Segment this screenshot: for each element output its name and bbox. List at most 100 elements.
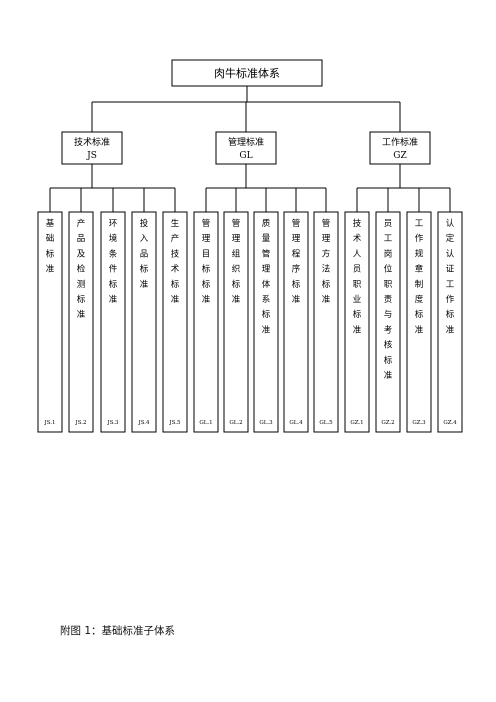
leaf-node-code: JS.1	[43, 420, 55, 426]
leaf-node-char: 准	[140, 279, 149, 290]
leaf-node-char: 作	[415, 233, 424, 244]
leaf-node-char: 量	[262, 234, 271, 244]
leaf-node-char: 制	[415, 279, 424, 290]
leaf-node-char: 程	[292, 249, 301, 259]
leaf-node-label: 基础标准	[46, 218, 55, 275]
leaf-node-box	[344, 211, 370, 433]
group-node-label: 工作标准	[382, 136, 418, 148]
leaf-node-code: GL.2	[229, 420, 242, 426]
leaf-node-code: GL.5	[319, 420, 333, 426]
leaf-node-char: 标	[171, 279, 180, 290]
leaf-node-char: 品	[77, 234, 86, 244]
leaf-node-char: 规	[415, 248, 424, 259]
leaf-node-char: 定	[446, 233, 455, 244]
leaf-node-char: 业	[353, 294, 362, 305]
leaf-node-char: 标	[46, 248, 55, 259]
leaf-node-char: 位	[384, 264, 393, 275]
leaf-node-char: 员	[353, 265, 362, 275]
leaf-node-char: 生	[171, 218, 180, 229]
leaf-node-label: 投入品标准	[140, 218, 149, 290]
leaf-node-char: 及	[77, 249, 86, 259]
leaf-node-char: 理	[202, 234, 211, 244]
leaf-node-box	[253, 211, 279, 433]
leaf-node-label: 生产技术标准	[171, 218, 180, 305]
leaf-node-char: 境	[109, 233, 118, 244]
leaf-node-char: 理	[292, 234, 301, 244]
leaf-node-char: 标	[446, 309, 455, 320]
leaf-node-char: 投	[140, 218, 149, 229]
leaf-node-char: 序	[292, 264, 301, 275]
leaf-node-label: 技术人员职业标准	[353, 218, 362, 335]
leaf-node-char: 管	[232, 218, 241, 229]
leaf-node-char: 准	[202, 294, 211, 305]
leaf-node-char: 产	[171, 233, 180, 244]
leaf-node-box	[375, 211, 401, 433]
leaf-node-label: 质量管理体系标准	[262, 218, 271, 335]
leaf-node-box	[223, 211, 249, 433]
leaf-node-char: 技	[353, 218, 362, 229]
root-node-label: 肉牛标准体系	[214, 66, 280, 80]
leaf-node-char: 法	[322, 264, 331, 275]
leaf-node-char: 岗	[384, 248, 393, 259]
leaf-node-char: 技	[171, 248, 180, 259]
leaf-node-char: 织	[232, 264, 241, 275]
leaf-node-char: 标	[232, 279, 241, 290]
leaf-node-char: 检	[77, 264, 86, 275]
leaf-node-char: 认	[446, 248, 455, 259]
leaf-node-code: JS.4	[137, 420, 150, 426]
leaf-node-char: 条	[109, 248, 118, 259]
leaf-node-char: 准	[292, 294, 301, 305]
leaf-node-char: 准	[415, 324, 424, 335]
leaf-node-char: 准	[109, 294, 118, 305]
leaf-node-box	[193, 211, 219, 433]
leaf-node-code: JS.2	[74, 420, 86, 426]
group-node-code: GL	[239, 151, 252, 161]
leaf-node-label: 员工岗位职责与考核标准	[384, 219, 393, 381]
leaf-node-char: 管	[322, 218, 331, 229]
leaf-node-char: 标	[384, 355, 393, 366]
leaf-node-char: 工	[446, 280, 455, 290]
leaf-node-box	[37, 211, 63, 433]
leaf-node-char: 理	[232, 234, 241, 244]
leaf-node-char: 职	[353, 280, 362, 290]
leaf-node-char: 标	[292, 279, 301, 290]
leaf-node-char: 准	[384, 370, 393, 381]
leaf-node-char: 准	[77, 309, 86, 320]
group-node-code: JS	[86, 151, 97, 161]
leaf-node-char: 体	[262, 279, 271, 290]
leaf-node-label: 工作规章制度标准	[415, 219, 424, 335]
leaf-node-label: 管理目标标准	[202, 218, 211, 305]
leaf-node-label: 管理组织标准	[232, 218, 241, 305]
leaf-node-char: 系	[262, 294, 271, 305]
leaf-node-char: 与	[384, 310, 393, 320]
leaf-node-box	[313, 211, 339, 433]
leaf-node-char: 础	[46, 233, 55, 244]
leaf-node-box	[406, 211, 432, 433]
leaf-node-box	[283, 211, 309, 433]
leaf-node-label: 管理方法标准	[322, 218, 331, 305]
leaf-node-char: 入	[140, 234, 149, 244]
leaf-node-char: 标	[322, 279, 331, 290]
leaf-node-char: 管	[202, 218, 211, 229]
leaf-node-char: 职	[384, 280, 393, 290]
leaf-node-char: 员	[384, 219, 393, 229]
leaf-node-char: 标	[202, 264, 211, 275]
leaf-node-char: 认	[446, 218, 455, 229]
leaf-node-char: 标	[415, 309, 424, 320]
leaf-node-char: 标	[202, 279, 211, 290]
leaf-node-char: 测	[77, 280, 86, 290]
root-node-box	[171, 59, 323, 87]
leaf-node-box	[100, 211, 126, 433]
leaf-node-char: 环	[109, 219, 118, 229]
leaf-node-char: 基	[46, 218, 55, 229]
leaf-node-char: 准	[171, 294, 180, 305]
leaf-node-char: 考	[384, 325, 393, 335]
leaf-node-code: GZ.2	[381, 420, 394, 426]
leaf-node-label: 产品及检测标准	[77, 218, 86, 320]
leaf-node-char: 标	[109, 279, 118, 290]
leaf-node-code: GL.3	[259, 420, 273, 426]
leaf-node-label: 管理程序标准	[292, 218, 301, 305]
group-node-label: 管理标准	[228, 136, 264, 148]
leaf-node-char: 品	[140, 249, 149, 259]
leaf-node-char: 术	[353, 233, 362, 244]
